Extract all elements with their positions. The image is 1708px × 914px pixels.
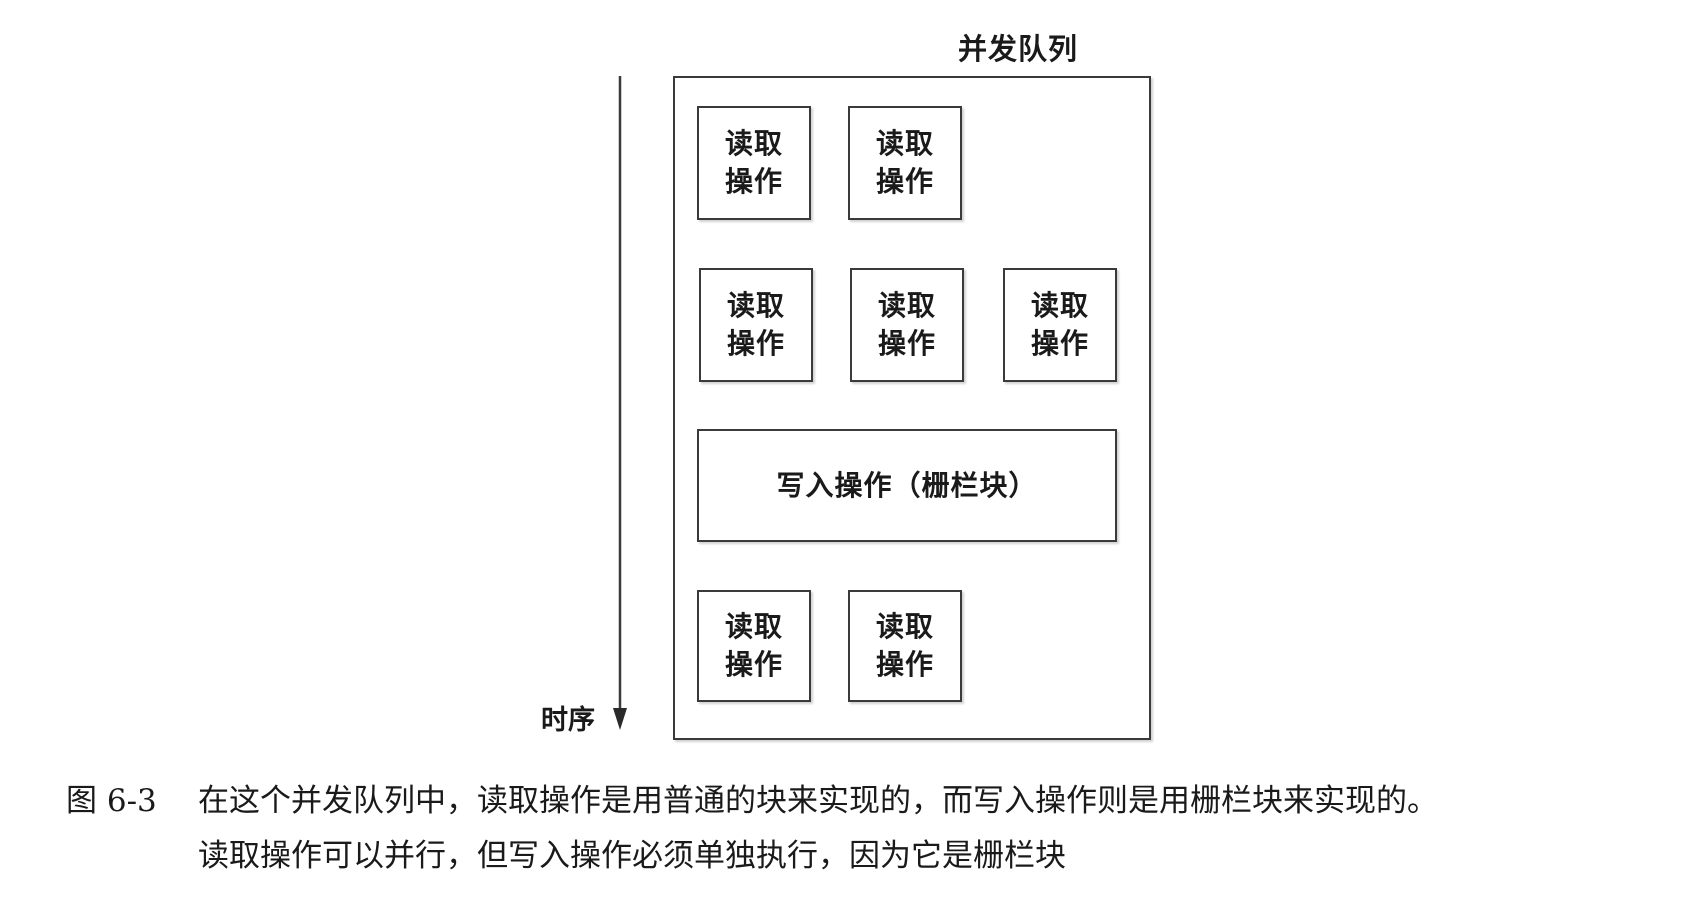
caption-line-2: 读取操作可以并行，但写入操作必须单独执行，因为它是栅栏块 (66, 829, 1686, 884)
read-operation-block: 读取操作 (699, 268, 813, 382)
read-operation-label: 读取操作 (726, 289, 785, 360)
caption-figure-number: 图 6-3 (66, 783, 157, 819)
read-operation-label: 读取操作 (724, 610, 783, 681)
read-operation-block: 读取操作 (848, 590, 962, 702)
read-operation-label: 读取操作 (1030, 289, 1089, 360)
read-operation-label: 读取操作 (724, 127, 783, 198)
time-axis-label: 时序 (541, 705, 595, 736)
caption-text-line-2: 读取操作可以并行，但写入操作必须单独执行，因为它是栅栏块 (198, 838, 1066, 874)
caption-line-1: 图 6-3 在这个并发队列中，读取操作是用普通的块来实现的，而写入操作则是用栅栏… (66, 774, 1686, 829)
time-axis-arrow (613, 76, 627, 730)
read-operation-block: 读取操作 (1003, 268, 1117, 382)
caption-text-line-1: 在这个并发队列中，读取操作是用普通的块来实现的，而写入操作则是用栅栏块来实现的。 (198, 783, 1438, 819)
write-operation-label: 写入操作（栅栏块） (776, 468, 1038, 502)
read-operation-label: 读取操作 (875, 127, 934, 198)
read-operation-block: 读取操作 (848, 106, 962, 220)
write-barrier-block: 写入操作（栅栏块） (697, 429, 1117, 542)
read-operation-block: 读取操作 (850, 268, 964, 382)
read-operation-label: 读取操作 (877, 289, 936, 360)
read-operation-label: 读取操作 (875, 610, 934, 681)
queue-title: 并发队列 (958, 32, 1079, 66)
figure-caption: 图 6-3 在这个并发队列中，读取操作是用普通的块来实现的，而写入操作则是用栅栏… (66, 774, 1686, 884)
read-operation-block: 读取操作 (697, 590, 811, 702)
read-operation-block: 读取操作 (697, 106, 811, 220)
